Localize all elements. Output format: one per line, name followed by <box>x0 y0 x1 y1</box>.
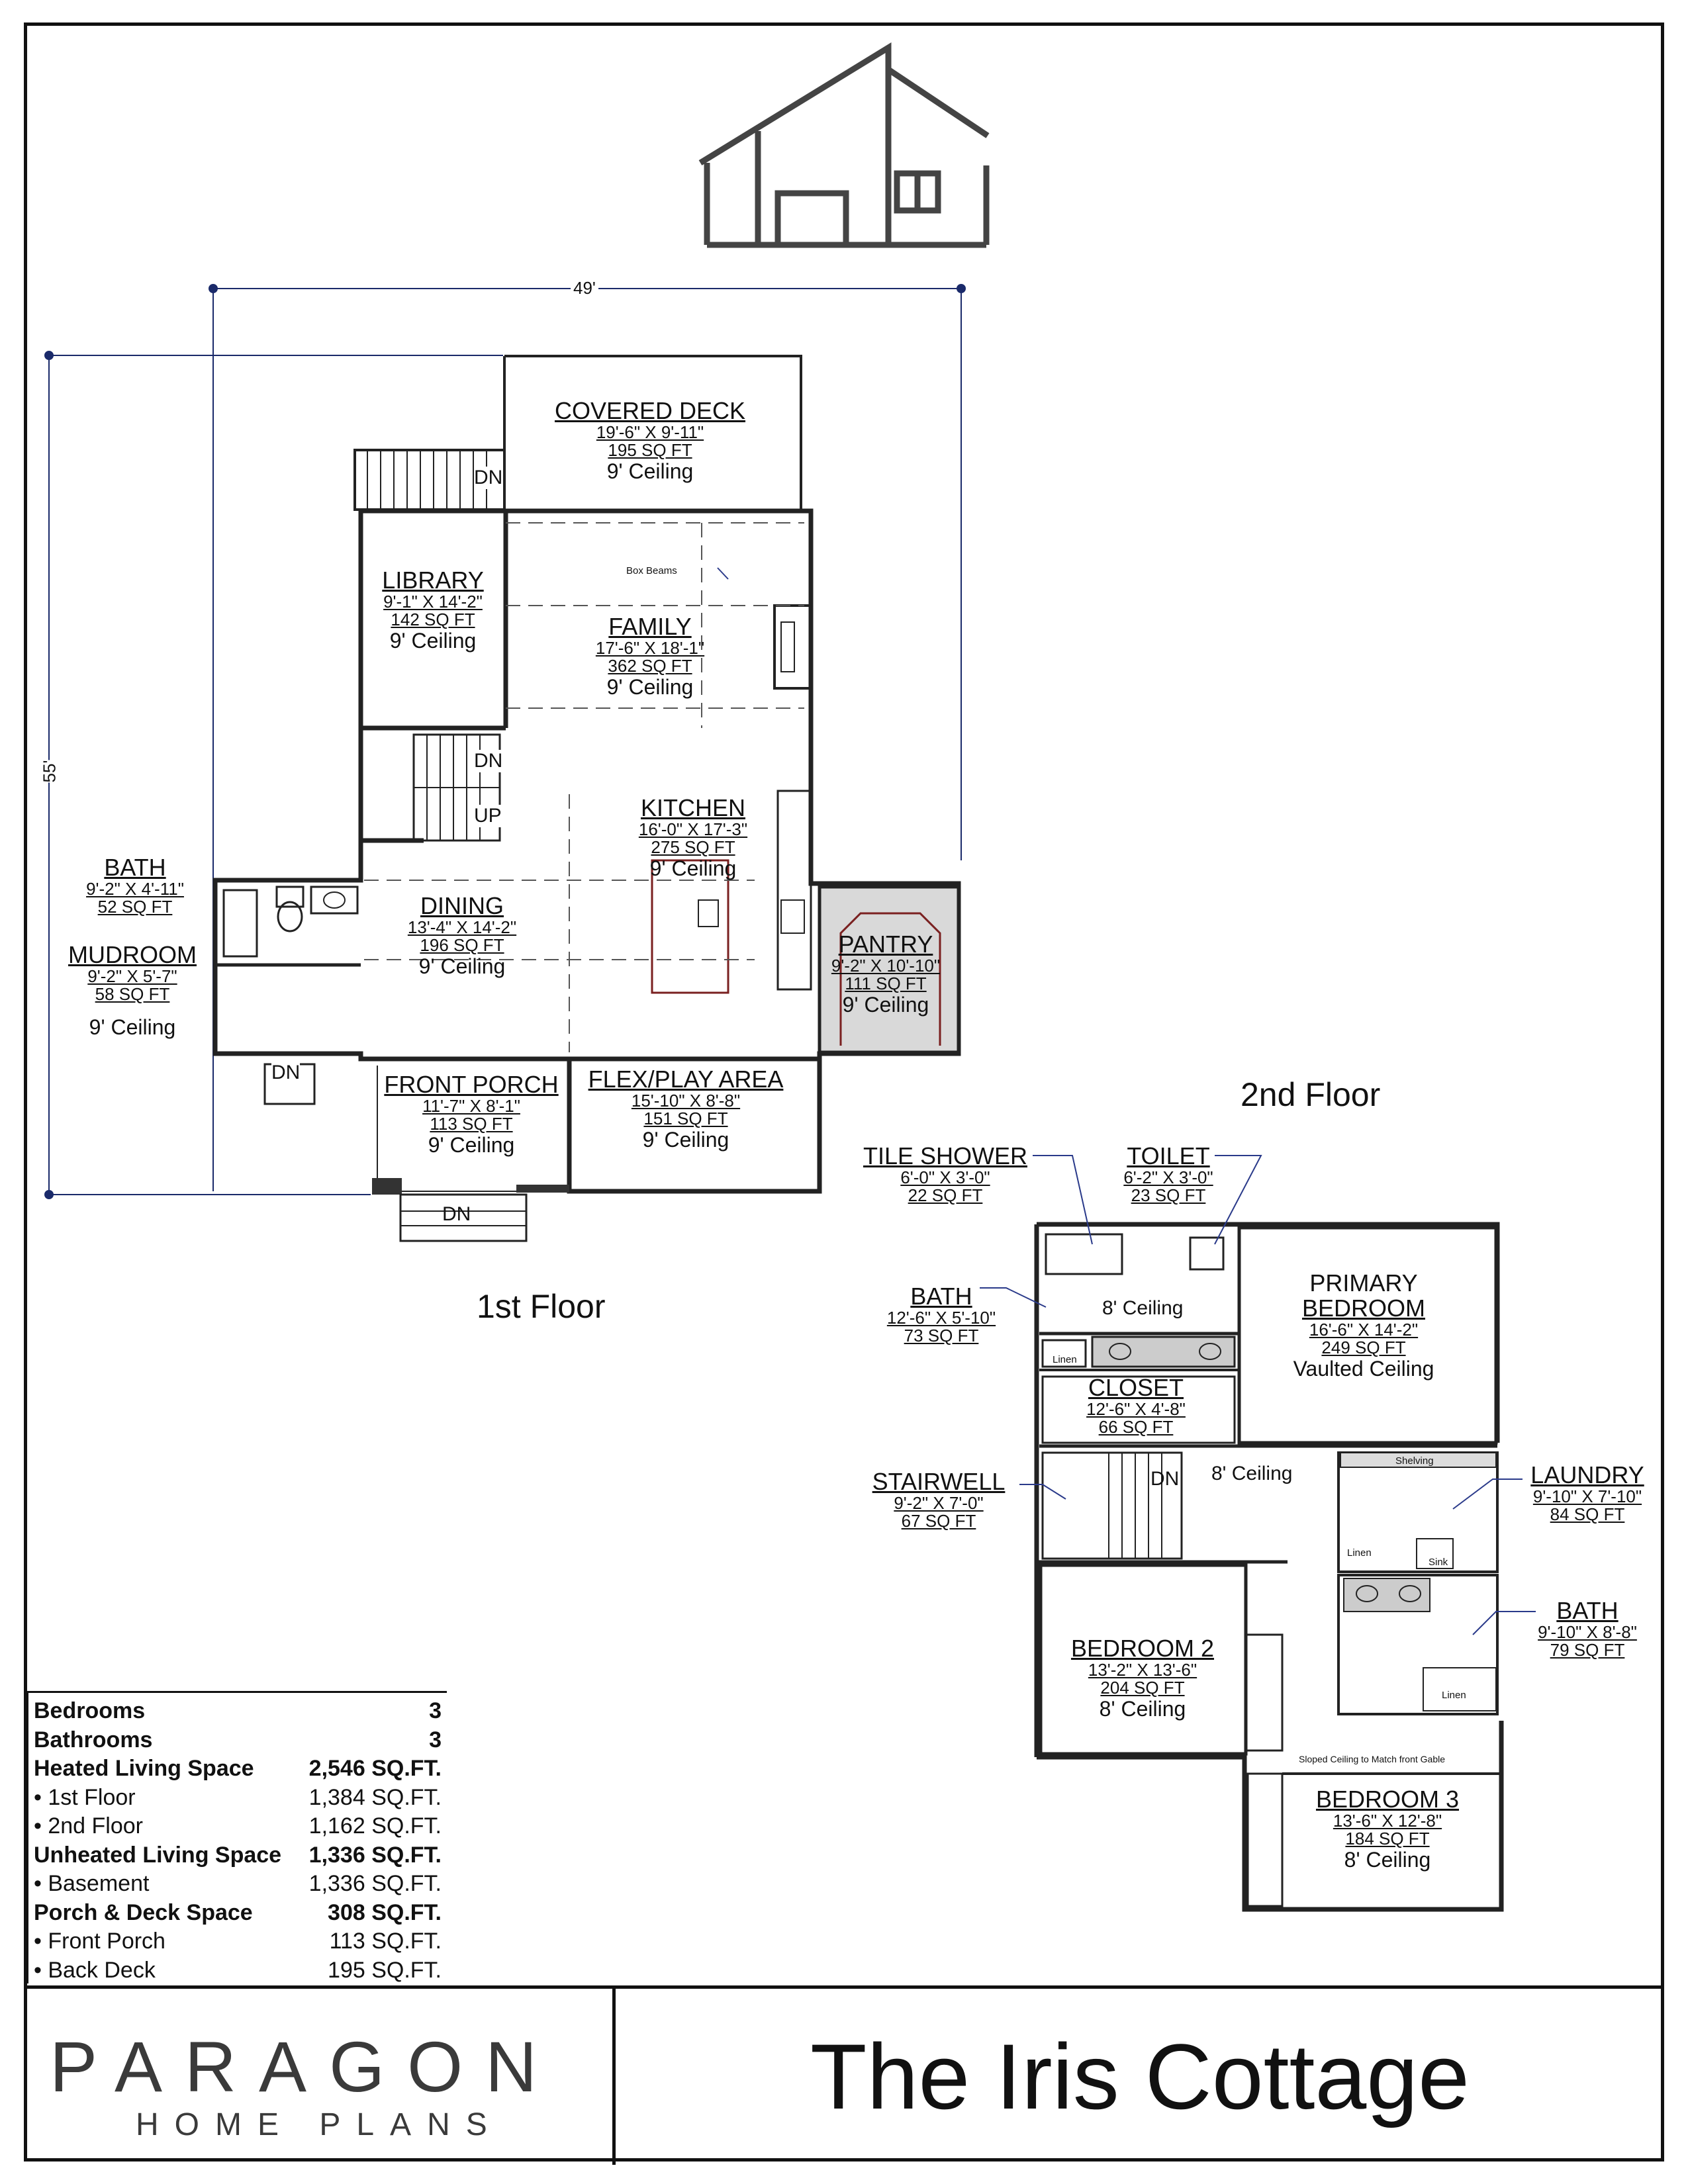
room-closet: CLOSET 12'-6" X 4'-8" 66 SQ FT <box>1086 1374 1186 1437</box>
sink-label: Sink <box>1429 1557 1448 1568</box>
stats-row: • 2nd Floor 1,162 SQ.FT. <box>34 1812 442 1841</box>
stats-value: 1,162 SQ.FT. <box>308 1813 442 1839</box>
title-block: PARAGON HOME PLANS The Iris Cottage <box>26 1985 1664 2165</box>
stats-label: • Back Deck <box>34 1957 156 1983</box>
stats-value: 1,336 SQ.FT. <box>308 1842 442 1868</box>
room-dining: DINING 13'-4" X 14'-2" 196 SQ FT 9' Ceil… <box>407 892 517 979</box>
room-bath-first: BATH 9'-2" X 4'-11" 52 SQ FT <box>86 854 184 917</box>
stats-row: • Back Deck 195 SQ.FT. <box>34 1956 442 1985</box>
mudroom-dn-tag: DN <box>271 1062 301 1084</box>
stats-label: Unheated Living Space <box>34 1842 282 1868</box>
depth-dimension: 55' <box>39 760 60 783</box>
shelving-label: Shelving <box>1395 1455 1434 1467</box>
room-front-porch: FRONT PORCH 11'-7" X 8'-1" 113 SQ FT 9' … <box>384 1071 559 1158</box>
sloped-ceiling-note: Sloped Ceiling to Match front Gable <box>1299 1754 1446 1764</box>
linen-label-bath: Linen <box>1053 1354 1077 1365</box>
first-floor-label: 1st Floor <box>477 1288 606 1325</box>
room-bath-primary: BATH 12'-6" X 5'-10" 73 SQ FT <box>886 1283 996 1346</box>
stats-value: 2,546 SQ.FT. <box>308 1756 442 1781</box>
room-tile-shower: TILE SHOWER 6'-0" X 3'-0" 22 SQ FT <box>863 1142 1028 1206</box>
room-bedroom-3: BEDROOM 3 13'-6" X 12'-8" 184 SQ FT 8' C… <box>1315 1786 1460 1872</box>
second-floor-label: 2nd Floor <box>1241 1076 1381 1113</box>
linen-label-laundry: Linen <box>1347 1547 1372 1559</box>
stats-value: 113 SQ.FT. <box>329 1929 442 1954</box>
stats-row: Bedrooms 3 <box>34 1697 442 1726</box>
room-pantry: PANTRY 9'-2" X 10'-10" 111 SQ FT 9' Ceil… <box>831 931 941 1017</box>
bath-ceiling-note: 8' Ceiling <box>1102 1297 1184 1319</box>
stairwell-dn-tag: DN <box>1150 1468 1180 1490</box>
stats-label: • Basement <box>34 1871 150 1896</box>
brand-tagline: HOME PLANS <box>136 2107 503 2142</box>
brand-logo: PARAGON HOME PLANS <box>26 1989 616 2165</box>
room-flex-play: FLEX/PLAY AREA 15'-10" X 8'-8" 151 SQ FT… <box>588 1066 784 1152</box>
stats-row: • Basement 1,336 SQ.FT. <box>34 1870 442 1899</box>
box-beams-note: Box Beams <box>626 565 677 576</box>
room-library: LIBRARY 9'-1" X 14'-2" 142 SQ FT 9' Ceil… <box>382 567 484 653</box>
stats-value: 3 <box>429 1698 442 1723</box>
second-floor-plan <box>1034 1222 1504 1912</box>
stats-value: 1,336 SQ.FT. <box>308 1871 442 1896</box>
stats-row: Heated Living Space 2,546 SQ.FT. <box>34 1754 442 1784</box>
room-stairwell: STAIRWELL 9'-2" X 7'-0" 67 SQ FT <box>872 1468 1006 1531</box>
room-bath-hall: BATH 9'-10" X 8'-8" 79 SQ FT <box>1538 1597 1637 1661</box>
room-kitchen: KITCHEN 16'-0" X 17'-3" 275 SQ FT 9' Cei… <box>638 794 748 881</box>
stats-row: Bathrooms 3 <box>34 1726 442 1755</box>
stats-label: Bedrooms <box>34 1698 146 1723</box>
stair-dn-tag: DN <box>474 750 503 772</box>
room-toilet: TOILET 6'-2" X 3'-0" 23 SQ FT <box>1123 1142 1213 1206</box>
width-dimension: 49' <box>571 278 598 298</box>
room-mudroom: MUDROOM 9'-2" X 5'-7" 58 SQ FT 9' Ceilin… <box>68 941 197 1040</box>
stair-up-tag: UP <box>474 805 502 827</box>
stats-label: • Front Porch <box>34 1929 165 1954</box>
room-family: FAMILY 17'-6" X 18'-1" 362 SQ FT 9' Ceil… <box>595 613 705 700</box>
stats-label: Heated Living Space <box>34 1756 254 1781</box>
hall-ceiling-note: 8' Ceiling <box>1211 1463 1293 1484</box>
stats-row: • 1st Floor 1,384 SQ.FT. <box>34 1784 442 1813</box>
stats-label: Porch & Deck Space <box>34 1899 253 1925</box>
stats-label: Bathrooms <box>34 1727 153 1752</box>
linen-label-hall-bath: Linen <box>1442 1690 1466 1701</box>
deck-dn-tag: DN <box>474 467 503 489</box>
room-covered-deck: COVERED DECK 19'-6" X 9'-11" 195 SQ FT 9… <box>554 397 746 484</box>
plan-title: The Iris Cottage <box>810 2025 1470 2128</box>
first-floor-plan <box>212 355 961 1242</box>
stats-value: 195 SQ.FT. <box>328 1957 442 1983</box>
stats-value: 308 SQ.FT. <box>328 1899 442 1925</box>
stats-label: • 2nd Floor <box>34 1813 143 1839</box>
brand-name: PARAGON <box>50 2026 560 2107</box>
stats-label: • 1st Floor <box>34 1784 136 1810</box>
stats-row: Porch & Deck Space 308 SQ.FT. <box>34 1899 442 1928</box>
stats-row: Unheated Living Space 1,336 SQ.FT. <box>34 1841 442 1870</box>
porch-dn-tag: DN <box>442 1203 471 1225</box>
room-bedroom-2: BEDROOM 2 13'-2" X 13'-6" 204 SQ FT 8' C… <box>1070 1635 1215 1721</box>
leader-lines <box>717 567 1536 1635</box>
stats-value: 1,384 SQ.FT. <box>308 1784 442 1810</box>
stats-value: 3 <box>429 1727 442 1752</box>
house-logo-icon <box>698 42 990 248</box>
stats-row: • Front Porch 113 SQ.FT. <box>34 1927 442 1956</box>
plan-sheet-border <box>24 23 1664 2161</box>
room-laundry: LAUNDRY 9'-10" X 7'-10" 84 SQ FT <box>1530 1461 1644 1525</box>
room-primary-bedroom: PRIMARY BEDROOM 16'-6" X 14'-2" 249 SQ F… <box>1293 1269 1434 1381</box>
